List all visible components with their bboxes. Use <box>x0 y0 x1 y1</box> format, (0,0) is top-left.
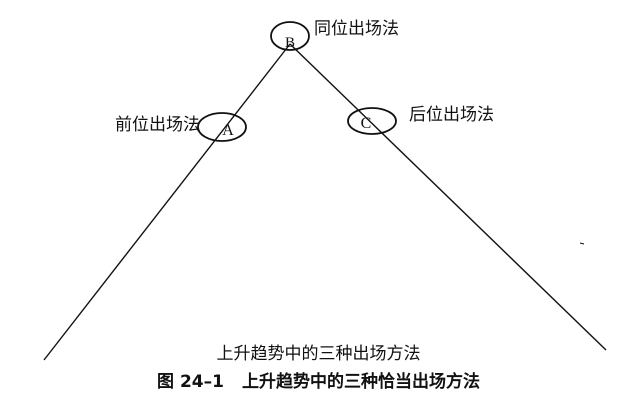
point-c-ellipse <box>347 107 397 135</box>
diagram-subcaption: 上升趋势中的三种出场方法 <box>216 344 421 364</box>
figure-caption: 图 24–1 上升趋势中的三种恰当出场方法 <box>0 374 637 391</box>
point-c-letter: C <box>361 115 372 132</box>
point-b-ellipse <box>270 21 310 51</box>
point-b-label: 同位出场法 <box>314 19 399 39</box>
right-trend-line <box>289 43 607 351</box>
stray-mark <box>579 242 585 245</box>
point-c-label: 后位出场法 <box>409 105 494 125</box>
point-a-letter: A <box>222 122 234 139</box>
figure-title: 上升趋势中的三种恰当出场方法 <box>241 372 480 392</box>
left-trend-line <box>43 43 291 361</box>
point-a-label: 前位出场法 <box>115 115 200 135</box>
point-a-ellipse <box>197 112 247 142</box>
figure-number: 图 24–1 <box>157 372 224 392</box>
point-b-letter: B <box>285 35 295 51</box>
